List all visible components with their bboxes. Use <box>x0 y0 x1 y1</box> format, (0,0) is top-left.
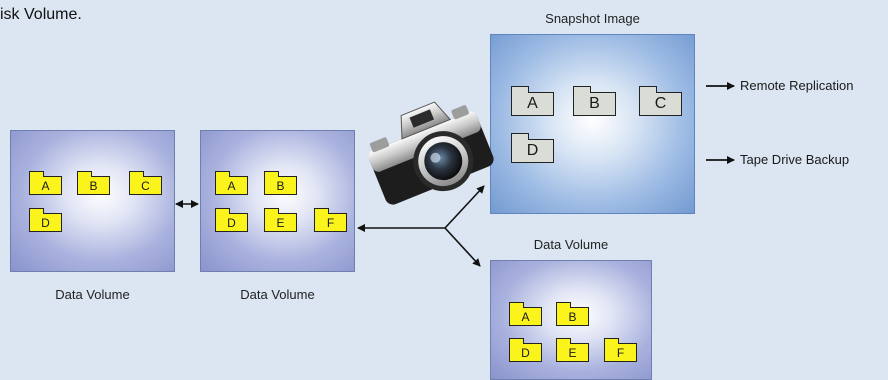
folder-e: E <box>556 338 589 362</box>
folder-a: A <box>215 171 248 195</box>
camera-icon <box>368 101 494 205</box>
folder-b: B <box>264 171 297 195</box>
data-volume-left: A B C D <box>10 130 175 272</box>
folder-f: F <box>314 208 347 232</box>
snapshot-caption: Snapshot Image <box>545 11 640 26</box>
folder-d: D <box>511 133 554 163</box>
folder-f: F <box>604 338 637 362</box>
data-volume-middle: A B D E F <box>200 130 355 272</box>
folder-b: B <box>556 302 589 326</box>
snapshot-image: A B C D <box>490 34 695 214</box>
folder-d: D <box>215 208 248 232</box>
folder-a: A <box>509 302 542 326</box>
folder-d: D <box>509 338 542 362</box>
folder-a: A <box>511 86 554 116</box>
data-volume-left-caption: Data Volume <box>55 287 130 302</box>
branch-to-lower-volume <box>444 227 481 267</box>
header-text: isk Volume. <box>0 6 82 23</box>
remote-replication-label: Remote Replication <box>740 78 854 93</box>
data-volume-middle-caption: Data Volume <box>240 287 315 302</box>
tape-drive-backup-label: Tape Drive Backup <box>740 152 850 167</box>
data-volume-lower-caption: Data Volume <box>533 237 609 252</box>
branch-to-snapshot <box>444 185 485 229</box>
folder-b: B <box>77 171 110 195</box>
data-volume-lower: A B D E F <box>490 260 652 380</box>
folder-c: C <box>129 171 162 195</box>
folder-b: B <box>573 86 616 116</box>
folder-c: C <box>639 86 682 116</box>
folder-e: E <box>264 208 297 232</box>
folder-a: A <box>29 171 62 195</box>
folder-d: D <box>29 208 62 232</box>
